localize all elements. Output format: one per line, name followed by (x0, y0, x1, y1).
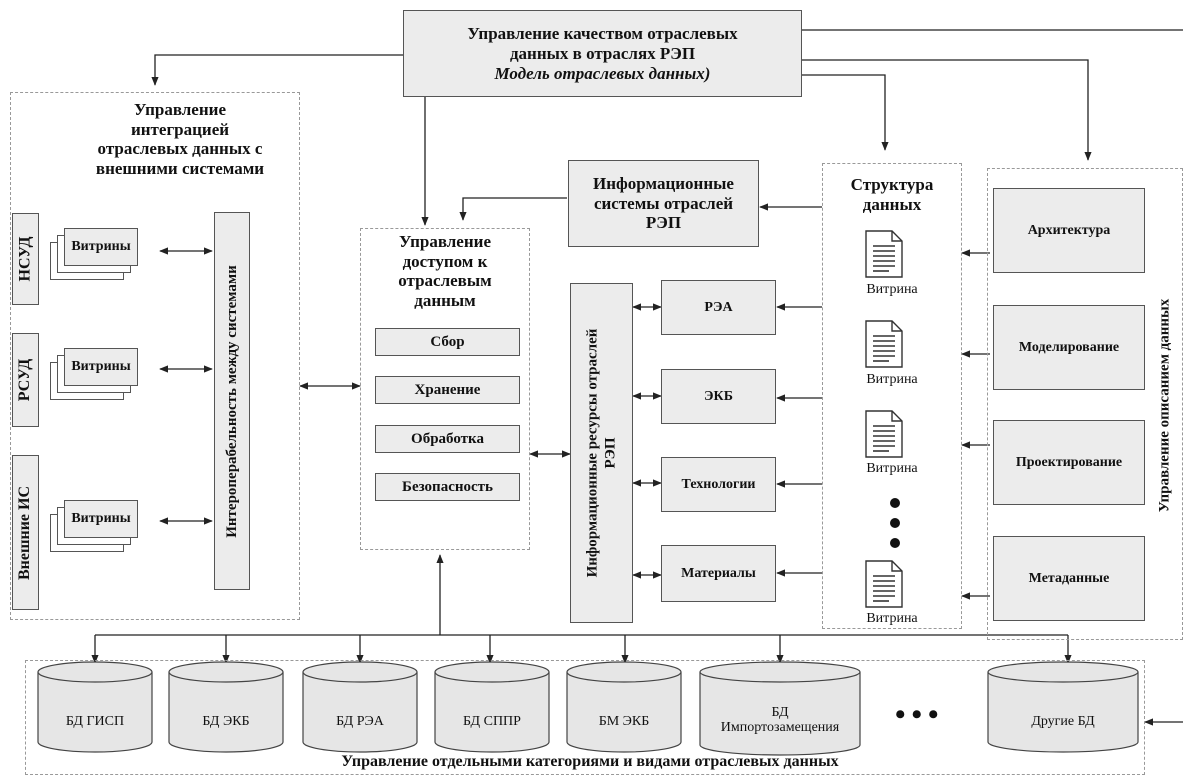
integration-group (10, 92, 300, 620)
system-label: НСУД (16, 236, 34, 282)
structure-title-line: Структура (850, 175, 934, 194)
resource-materials: Материалы (661, 545, 776, 602)
info-systems-line: Информационные (593, 174, 734, 194)
resources-label-line2: РЭП (602, 437, 619, 469)
showcase-caption: Витрина (866, 611, 918, 626)
system-external-is: Внешние ИС (12, 455, 39, 610)
database-cylinder (434, 661, 550, 753)
showcase-label: Витрины (64, 500, 138, 538)
showcase-label: Витрины (64, 228, 138, 266)
database-cylinder (987, 661, 1139, 753)
access-title: Управление доступом к отраслевым данным (362, 232, 528, 310)
info-systems-box: Информационные системы отраслей РЭП (568, 160, 759, 247)
integration-title-line: внешними системами (95, 158, 265, 178)
interop-label: Интероперабельность между системами (223, 264, 240, 538)
quality-title-line2: данных в отраслях РЭП (509, 43, 696, 63)
integration-title-line: Управление (133, 100, 226, 119)
databases-caption: Управление отдельными категориями и вида… (341, 753, 839, 770)
database-cylinder (37, 661, 153, 753)
resources-label-line1: Информационные ресурсы отраслей (584, 328, 601, 578)
description-metadata: Метаданные (993, 536, 1145, 621)
resource-ekb: ЭКБ (661, 369, 776, 424)
description-label-text: Управление описанием данных (1156, 298, 1173, 512)
document-icon (865, 410, 903, 458)
function-collect: Сбор (375, 328, 520, 356)
function-security: Безопасность (375, 473, 520, 501)
quality-title-line1: Управление качеством отраслевых (467, 23, 738, 43)
database-label: БД ГИСП (65, 714, 125, 729)
integration-title-line: интеграцией (130, 119, 230, 139)
database-cylinder (302, 661, 418, 753)
showcase-stack-rsud: Витрины (50, 348, 138, 400)
document-icon (865, 560, 903, 608)
system-rsud: РСУД (12, 333, 39, 427)
data-structure-group (822, 163, 962, 629)
database-label: Другие БД (1031, 714, 1095, 729)
description-label: Управление описанием данных (1150, 190, 1180, 620)
description-modeling: Моделирование (993, 305, 1145, 390)
showcase-caption: Витрина (866, 461, 918, 476)
access-group (360, 228, 530, 550)
system-nsud: НСУД (12, 213, 39, 305)
database-label: БД СППР (463, 714, 521, 729)
info-systems-line: РЭП (645, 213, 682, 233)
access-title-line: Управление (398, 232, 491, 251)
databases-ellipsis: ••• (895, 698, 945, 731)
integration-title: Управление интеграцией отраслевых данных… (70, 100, 290, 178)
database-label: БМ ЭКБ (598, 714, 650, 729)
showcase-stack-external: Витрины (50, 500, 138, 552)
resource-rea: РЭА (661, 280, 776, 335)
showcase-caption: Витрина (866, 282, 918, 297)
database-label: БД ЭКБ (202, 714, 250, 729)
resource-technologies: Технологии (661, 457, 776, 512)
function-processing: Обработка (375, 425, 520, 453)
info-resources-box: Информационные ресурсы отраслей РЭП (570, 283, 633, 623)
quality-subtitle: Модель отраслевых данных) (494, 63, 711, 83)
structure-title-line: данных (862, 194, 922, 214)
showcase-label: Витрины (64, 348, 138, 386)
document-icon (865, 320, 903, 368)
showcase-caption: Витрина (866, 372, 918, 387)
vertical-ellipsis-icon (890, 498, 900, 548)
database-cylinder (566, 661, 682, 753)
quality-management-box: Управление качеством отраслевых данных в… (403, 10, 802, 97)
database-cylinder (699, 661, 861, 756)
structure-title: Структура данных (824, 175, 960, 214)
database-cylinder (168, 661, 284, 753)
access-title-line: отраслевым (398, 271, 492, 291)
description-architecture: Архитектура (993, 188, 1145, 273)
system-label: Внешние ИС (16, 485, 34, 580)
integration-title-line: отраслевых данных с (97, 139, 263, 159)
database-label: БД РЭА (336, 714, 384, 729)
description-design: Проектирование (993, 420, 1145, 505)
showcase-stack-nsud: Витрины (50, 228, 138, 280)
function-storage: Хранение (375, 376, 520, 404)
interoperability-box: Интероперабельность между системами (214, 212, 250, 590)
info-systems-line: системы отраслей (593, 193, 734, 213)
access-title-line: данным (414, 290, 476, 310)
document-icon (865, 230, 903, 278)
access-title-line: доступом к (402, 251, 488, 271)
system-label: РСУД (16, 358, 34, 402)
